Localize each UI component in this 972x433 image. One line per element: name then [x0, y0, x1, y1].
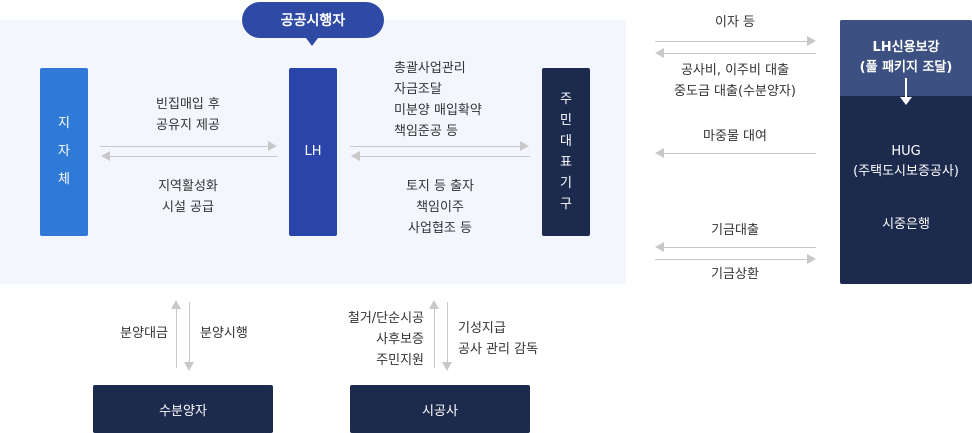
arrow-up-head	[429, 300, 439, 309]
resident-org-char: 기	[560, 176, 572, 191]
resident-org-char: 표	[560, 155, 572, 170]
arrow-right-line	[100, 146, 268, 147]
interest-text: 이자 등	[714, 15, 755, 30]
arrow-right-head	[807, 254, 816, 264]
village-text: 마중물 대여	[703, 129, 767, 144]
contractor-up-line: 철거/단순시공	[347, 311, 424, 326]
arrow-down-line	[189, 302, 190, 362]
left-flow-bottom-line: 시설 공급	[162, 200, 214, 215]
mid-flow-bottom-text: 토지 등 출자 책임이주 사업협조 등	[380, 176, 500, 239]
arrow-left-line	[664, 153, 816, 154]
public-implementer-bubble: 공공시행자	[242, 2, 384, 38]
hug-title: HUG	[891, 144, 921, 159]
sale-payment-text: 분양대금	[120, 326, 168, 341]
resident-org-char: 주	[560, 92, 572, 107]
mid-flow-top-line: 책임준공 등	[394, 124, 458, 139]
cost-line: 공사비, 이주비 대출	[680, 63, 790, 78]
arrow-right-line	[655, 41, 807, 42]
local-government-char: 지	[58, 116, 70, 131]
sale-execution-text: 분양시행	[200, 326, 248, 341]
contractor-up-text: 철거/단순시공 사후보증 주민지원	[318, 308, 424, 371]
contractor-down-line: 공사 관리 감독	[458, 342, 539, 357]
lh-label: LH	[304, 144, 322, 159]
mid-flow-top-line: 미분양 매입확약	[394, 103, 482, 118]
resident-org-box: 주 민 대 표 기 구	[542, 68, 590, 236]
arrow-left-head	[655, 148, 664, 158]
arrow-left-line	[664, 247, 816, 248]
mid-flow-bottom-line: 토지 등 출자	[405, 179, 475, 194]
lh-credit-subtitle: (풀 패키지 조달)	[859, 60, 953, 75]
lh-box: LH	[289, 68, 337, 236]
arrow-right-head	[268, 141, 277, 151]
arrow-left-head	[101, 151, 110, 161]
mid-flow-top-text: 총괄사업관리 자금조달 미분양 매입확약 책임준공 등	[394, 58, 524, 142]
arrow-right-line	[655, 259, 807, 260]
cost-line: 중도금 대출(수분양자)	[674, 84, 796, 99]
arrow-left-head	[655, 48, 664, 58]
left-flow-bottom-line: 지역활성화	[158, 179, 218, 194]
commercial-bank-text: 시중은행	[882, 217, 930, 232]
arrow-right-head	[807, 36, 816, 46]
hug-text: HUG (주택도시보증공사)	[840, 142, 972, 182]
left-flow-top-line: 빈집매입 후	[156, 97, 220, 112]
local-government-char: 자	[58, 144, 70, 159]
left-flow-top-line: 공유지 제공	[156, 118, 220, 133]
mid-flow-bottom-line: 책임이주	[416, 200, 464, 215]
resident-org-char: 민	[560, 113, 572, 128]
contractor-up-line: 주민지원	[376, 353, 424, 368]
down-arrow-head	[900, 97, 912, 105]
arrow-up-head	[171, 300, 181, 309]
arrow-left-head	[351, 151, 360, 161]
fund-loan-text: 기금대출	[711, 223, 759, 238]
arrow-right-head	[520, 141, 529, 151]
cost-text: 공사비, 이주비 대출 중도금 대출(수분양자)	[654, 60, 816, 102]
contractor-box: 시공사	[350, 385, 530, 433]
mid-flow-top-line: 자금조달	[394, 82, 442, 97]
contractor-down-line: 기성지급	[458, 321, 506, 336]
resident-org-char: 대	[560, 134, 572, 149]
arrow-up-line	[176, 308, 177, 368]
arrow-right-line	[350, 146, 520, 147]
arrow-left-line	[110, 156, 278, 157]
fund-repay-text: 기금상환	[711, 267, 759, 282]
arrow-left-line	[360, 156, 530, 157]
arrow-left-line	[664, 53, 816, 54]
lh-credit-title: LH신용보강	[872, 40, 940, 55]
resident-org-char: 구	[560, 197, 572, 212]
arrow-left-head	[655, 242, 664, 252]
left-flow-top-text: 빈집매입 후 공유지 제공	[118, 94, 258, 136]
buyer-box: 수분양자	[93, 385, 273, 433]
arrow-down-line	[447, 302, 448, 362]
mid-flow-top-line: 총괄사업관리	[394, 61, 466, 76]
local-government-box: 지 자 체	[40, 68, 88, 236]
contractor-down-text: 기성지급 공사 관리 감독	[458, 318, 568, 360]
hug-subtitle: (주택도시보증공사)	[853, 164, 959, 179]
mid-flow-bottom-line: 사업협조 등	[408, 221, 472, 236]
local-government-char: 체	[58, 172, 70, 187]
left-flow-bottom-text: 지역활성화 시설 공급	[118, 176, 258, 218]
arrow-down-head	[184, 362, 194, 371]
down-arrow-line	[905, 78, 907, 98]
contractor-up-line: 사후보증	[376, 332, 424, 347]
arrow-down-head	[442, 362, 452, 371]
bubble-tail	[306, 38, 318, 46]
arrow-up-line	[434, 308, 435, 368]
